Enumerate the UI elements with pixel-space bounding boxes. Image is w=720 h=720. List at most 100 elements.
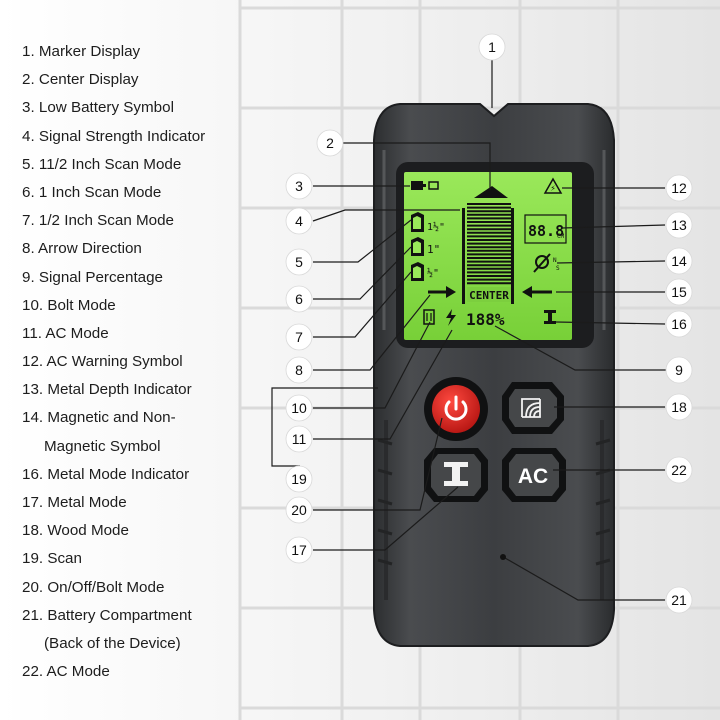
depth-indicator-frame: [524, 214, 567, 244]
legend-item: 20. On/Off/Bolt Mode: [22, 578, 165, 596]
center-label: CENTER: [469, 289, 509, 302]
legend-item: 8. Arrow Direction: [22, 240, 142, 258]
ac-mode-button[interactable]: AC: [502, 448, 566, 502]
legend-item: 22. AC Mode: [22, 663, 110, 681]
svg-text:20: 20: [291, 502, 307, 518]
svg-text:5: 5: [295, 254, 303, 270]
scan-mode-large-icon: 1½": [411, 212, 445, 233]
svg-text:⚡: ⚡: [550, 184, 556, 193]
ac-mode-lightning-icon: [446, 309, 456, 326]
legend-item: 12. AC Warning Symbol: [22, 353, 183, 371]
scan-mode-half-inch-label: ½": [427, 267, 439, 279]
metal-beam-icon: [444, 462, 468, 486]
callout-18: 18: [665, 393, 693, 421]
legend-item: 6. 1 Inch Scan Mode: [22, 183, 162, 201]
depth-value: 88.8: [528, 222, 564, 240]
callout-11: 11: [285, 425, 313, 453]
low-battery-icon: [411, 181, 439, 190]
callout-5: 5: [285, 248, 313, 276]
metal-mode-button[interactable]: [424, 448, 488, 502]
callout-19: 19: [285, 465, 313, 493]
callout-6: 6: [285, 285, 313, 313]
svg-text:3: 3: [295, 178, 303, 194]
scan-mode-half-inch-icon: ½": [411, 262, 439, 281]
svg-text:7: 7: [295, 329, 303, 345]
svg-text:4: 4: [295, 213, 303, 229]
svg-text:9: 9: [675, 362, 683, 378]
signal-strength-bar: CENTER: [462, 186, 514, 304]
legend-item: 18. Wood Mode: [22, 522, 129, 540]
signal-percentage: 188%: [466, 310, 505, 329]
legend-item: 2. Center Display: [22, 71, 139, 89]
legend-list: 1. Marker Display 2. Center Display 3. Low…: [22, 38, 272, 686]
ac-warning-icon: ⚡: [543, 177, 563, 194]
leader-lines: [271, 60, 679, 601]
arrow-left-icon: [522, 286, 552, 298]
legend-item: 9. Signal Percentage: [22, 268, 164, 286]
svg-text:1: 1: [488, 39, 496, 55]
battery-compartment-marker: [500, 554, 506, 560]
svg-text:19: 19: [291, 471, 307, 487]
legend-item: 7. 1/2 Inch Scan Mode: [22, 212, 174, 230]
svg-text:16: 16: [671, 316, 687, 332]
legend-item: 4. Signal Strength Indicator: [22, 127, 206, 145]
svg-text:12: 12: [671, 180, 687, 196]
lcd-contents: 1½" 1" ½" CENTER: [411, 177, 567, 329]
arrow-right-icon: [428, 286, 456, 298]
legend-item: 21. Battery Compartment: [22, 606, 192, 624]
callout-markers: 1 2 3 4 5 6 7 8 9 10 11 12 13 14 15 16 1…: [285, 33, 693, 614]
callout-4: 4: [285, 207, 313, 235]
svg-text:18: 18: [671, 399, 687, 415]
legend-item: 3. Low Battery Symbol: [22, 99, 174, 117]
legend-item: 5. 11/2 Inch Scan Mode: [22, 155, 182, 173]
svg-text:8: 8: [295, 362, 303, 378]
magnetic-n-label: N: [553, 257, 557, 264]
svg-text:6: 6: [295, 291, 303, 307]
wood-grain-icon: [521, 398, 541, 418]
svg-text:13: 13: [671, 217, 687, 233]
magnetic-s-label: S: [556, 265, 560, 272]
callout-17: 17: [285, 536, 313, 564]
wood-mode-button[interactable]: [502, 382, 564, 434]
callout-8: 8: [285, 356, 313, 384]
legend-item: Magnetic Symbol: [44, 437, 161, 455]
legend-item: 10. Bolt Mode: [22, 296, 116, 314]
scan-mode-large-label: 1½": [427, 221, 445, 233]
svg-text:21: 21: [671, 592, 687, 608]
svg-text:14: 14: [671, 253, 687, 269]
callout-10: 10: [285, 394, 313, 422]
callout-15: 15: [665, 278, 693, 306]
callout-1: 1: [478, 33, 506, 61]
depth-unit: CM: [557, 233, 565, 240]
svg-text:11: 11: [292, 431, 307, 447]
callout-20: 20: [285, 496, 313, 524]
svg-text:22: 22: [671, 462, 687, 478]
callout-2: 2: [316, 129, 344, 157]
magnetic-symbol-icon: N S: [533, 253, 560, 273]
legend-item: 17. Metal Mode: [22, 494, 127, 511]
callout-22: 22: [665, 456, 693, 484]
svg-text:2: 2: [326, 135, 334, 151]
legend-item: 19. Scan: [22, 550, 82, 568]
svg-text:10: 10: [291, 400, 307, 416]
callout-21: 21: [665, 586, 693, 614]
svg-text:17: 17: [291, 542, 307, 558]
legend-item: 14. Magnetic and Non-: [22, 409, 176, 427]
callout-12: 12: [665, 174, 693, 202]
legend-item: 16. Metal Mode Indicator: [22, 465, 190, 483]
legend-item: 13. Metal Depth Indicator: [22, 381, 192, 399]
svg-text:15: 15: [671, 284, 687, 300]
scan-mode-one-inch-label: 1": [427, 243, 440, 256]
callout-14: 14: [665, 247, 693, 275]
callout-3: 3: [285, 172, 313, 200]
callout-9: 9: [665, 356, 693, 384]
side-grips: [377, 438, 611, 566]
power-button[interactable]: [424, 377, 488, 441]
callout-16: 16: [665, 310, 693, 338]
ac-button-label: AC: [518, 465, 548, 488]
callout-7: 7: [285, 323, 313, 351]
legend-item: 11. AC Mode: [22, 324, 109, 342]
legend-item: 1. Marker Display: [22, 43, 141, 60]
metal-mode-indicator-icon: [544, 310, 556, 324]
